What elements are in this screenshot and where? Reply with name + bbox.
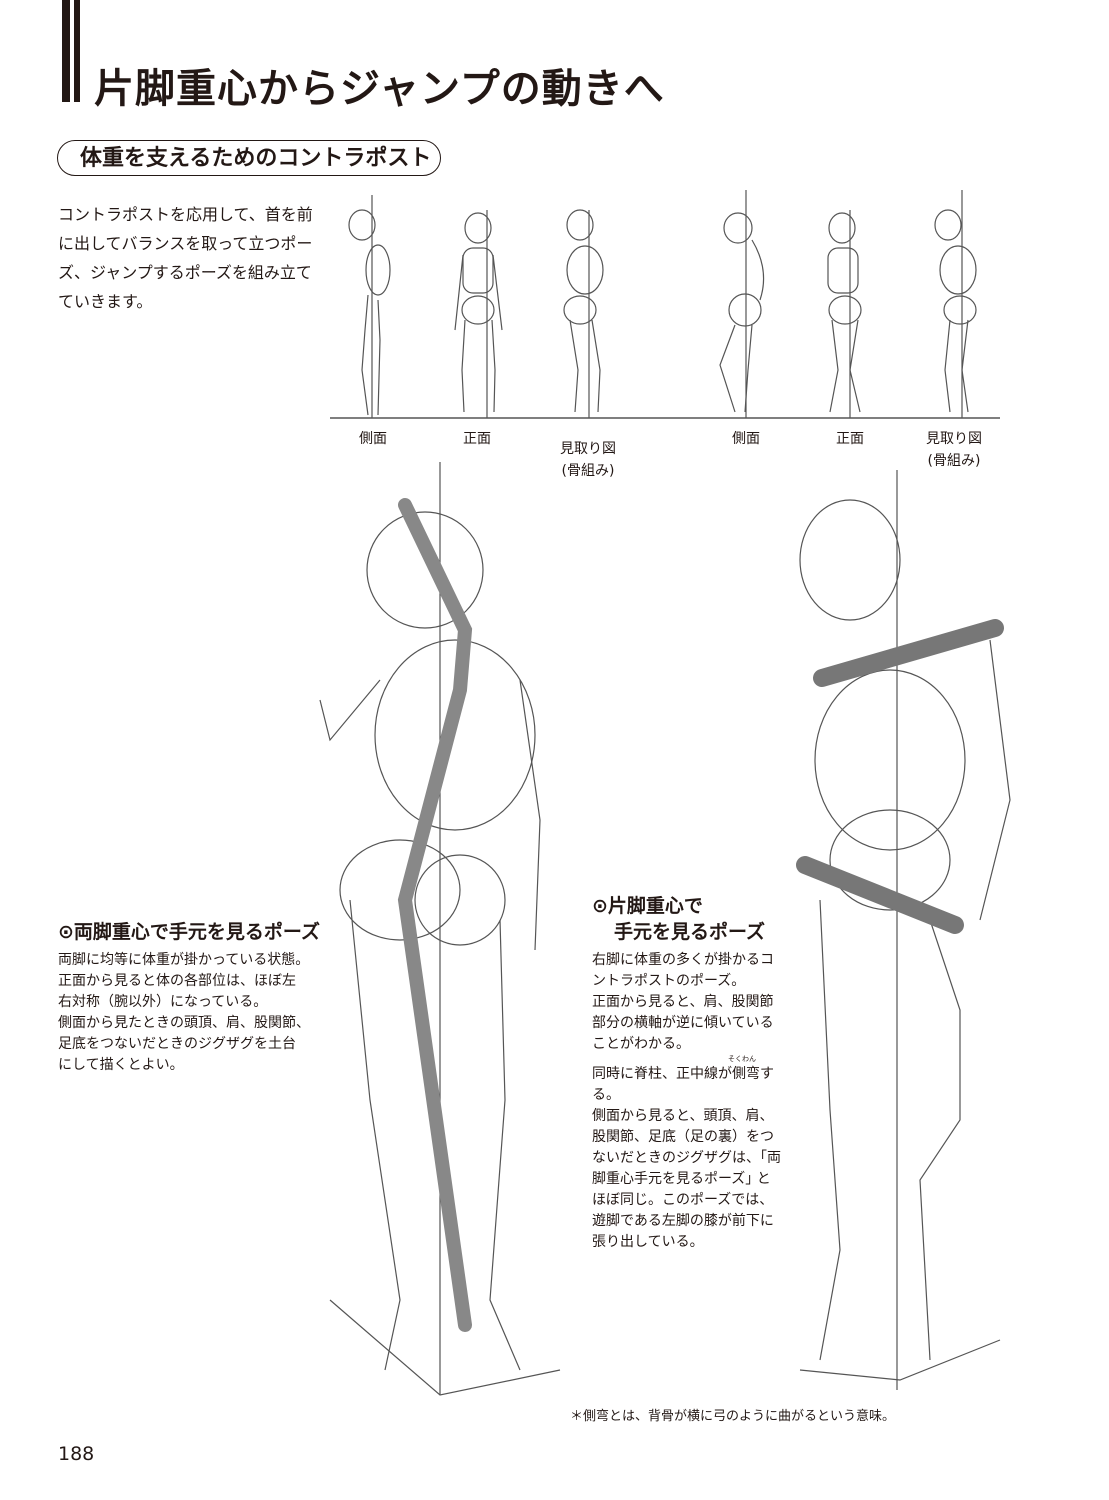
text-line: ことがわかる。 [592,1036,690,1052]
figure-side-1 [348,209,391,416]
text-line: にして描くとよい。 [58,1057,184,1073]
intro-line: に出してバランスを取って立つポー [58,234,313,253]
small-figures [330,190,1000,419]
text-line: 側面から見ると、頭頂、肩、 [592,1108,774,1124]
figure-label: 見取り図 [560,441,616,457]
footnote: ＊側弯とは、背骨が横に弓のように曲がるという意味。 [570,1409,896,1424]
figure-label: 正面 [463,431,491,447]
text-line: 正面から見ると、肩、股関節 [592,994,774,1010]
text-line: る。 [592,1087,620,1103]
pose2-heading: 手元を見るポーズ [614,921,766,943]
text-line: 足底をつないだときのジグザグを土台 [58,1036,296,1052]
section-heading: 体重を支えるためのコントラポスト [57,140,441,176]
text-line: 右対称（腕以外）になっている。 [58,994,268,1010]
intro-line: ズ、ジャンプするポーズを組み立て [58,263,312,282]
text-line: 脚重心手元を見るポーズ｣ と [592,1171,771,1187]
title-bar-decoration [74,0,80,102]
figure-label: 側面 [732,431,760,447]
text-line: ントラポストのポーズ。 [592,973,746,989]
figure-side-2 [719,212,765,413]
figure-front-1 [454,212,503,413]
text-line-with-ruby: そくわん同時に脊柱、正中線が側弯す [592,1055,781,1085]
text-line: 張り出している。 [592,1234,704,1250]
text-line: 正面から見ると体の各部位は、ほぼ左 [58,973,296,989]
pose2-text: 右脚に体重の多くが掛かるコ ントラポストのポーズ。 正面から見ると、肩、股関節 … [592,950,781,1253]
figure-label: 正面 [836,431,864,447]
figure-skeleton-1 [563,209,604,413]
intro-line: ていきます。 [58,292,153,311]
text-line: 右脚に体重の多くが掛かるコ [592,952,774,968]
intro-line: コントラポストを応用して、首を前 [58,205,313,224]
figure-skeleton-2 [934,209,977,413]
title-bar-decoration [62,0,70,102]
page-title: 片脚重心からジャンプの動きへ [94,66,665,112]
text-line: ほぼ同じ。このポーズでは、 [592,1192,774,1208]
figure-label: (骨組み) [927,453,981,469]
large-figure-both-legs [319,462,561,1396]
figure-label: (骨組み) [561,463,615,479]
page-number: 188 [58,1443,95,1465]
text-line: 部分の横軸が逆に傾いている [592,1015,774,1031]
text-line: 同時に脊柱、正中線が側弯す [592,1066,774,1082]
text-line: 股関節、足底（足の裏）をつ [592,1129,774,1145]
text-line: 側面から見たときの頭頂、肩、股関節、 [58,1015,310,1031]
text-line: 両脚に均等に体重が掛かっている状態。 [58,952,310,968]
text-line: ないだときのジグザグは、｢両 [592,1150,781,1166]
figure-label: 側面 [359,431,387,447]
intro-text: コントラポストを応用して、首を前 に出してバランスを取って立つポー ズ、ジャンプ… [58,200,328,316]
figure-front-2 [827,212,862,413]
large-figure-one-leg [796,470,1011,1390]
ruby-text: そくわん [728,1055,756,1063]
figure-label: 見取り図 [926,431,982,447]
pose1-text: 両脚に均等に体重が掛かっている状態。 正面から見ると体の各部位は、ほぼ左 右対称… [58,950,310,1076]
pose2-heading: ⊙片脚重心で [592,895,703,917]
text-line: 遊脚である左脚の膝が前下に [592,1213,774,1229]
pose1-heading: ⊙両脚重心で手元を見るポーズ [58,921,320,943]
